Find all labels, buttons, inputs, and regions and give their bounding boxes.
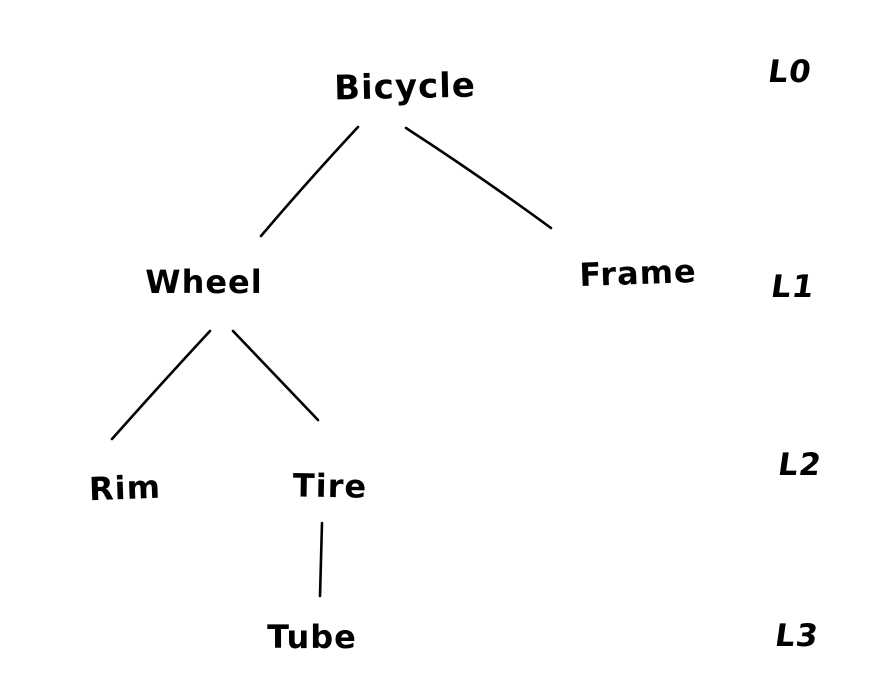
edge-bicycle-wheel: [259, 125, 360, 238]
level-label-l0: L0: [765, 54, 815, 90]
node-tire: Tire: [292, 466, 368, 506]
edge-wheel-rim: [110, 329, 212, 441]
node-wheel: Wheel: [145, 263, 263, 301]
node-rim: Rim: [88, 467, 162, 509]
level-label-l1: L1: [768, 269, 818, 305]
level-label-l2: L2: [775, 447, 825, 483]
node-tube: Tube: [267, 618, 357, 656]
node-bicycle: Bicycle: [333, 65, 477, 109]
edge-bicycle-frame: [404, 126, 553, 230]
edge-tire-tube: [318, 521, 324, 598]
edge-wheel-tire: [231, 329, 320, 422]
level-label-l3: L3: [772, 618, 822, 654]
node-frame: Frame: [578, 251, 698, 295]
